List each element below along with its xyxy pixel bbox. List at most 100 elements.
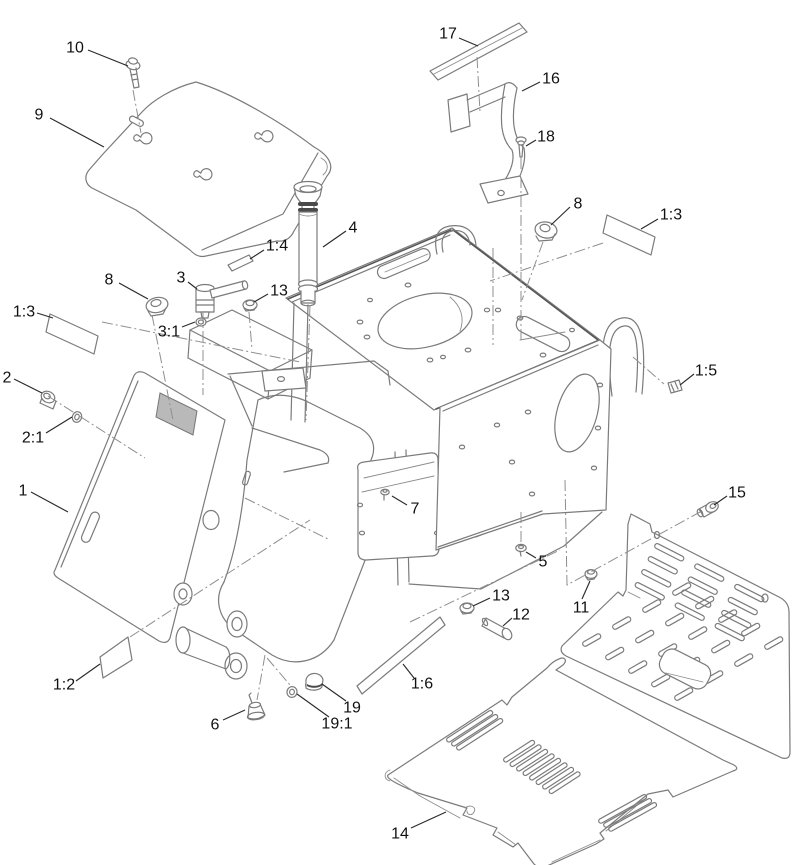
keyhole-slots (133, 130, 274, 181)
callout-2-1: 2:1 (22, 416, 73, 447)
screw-7 (380, 488, 390, 501)
callout-19: 19 (321, 683, 361, 717)
knob-8-left (145, 296, 169, 317)
nut-11 (584, 568, 598, 581)
deck-holes (356, 282, 575, 363)
part-number-label: 2:1 (22, 430, 44, 447)
callout-8: 8 (550, 196, 583, 226)
vent-slot (535, 762, 568, 786)
callout-11: 11 (573, 580, 591, 617)
vent-slot (516, 748, 549, 772)
callout-4: 4 (322, 220, 358, 248)
vent-slot (727, 596, 758, 616)
vent-slot (529, 757, 562, 781)
vent-slot (605, 646, 625, 661)
bushing-2 (39, 390, 57, 410)
callout-15: 15 (713, 485, 746, 506)
vent-slot (672, 582, 692, 596)
leader-line (249, 249, 265, 260)
callout-19-1: 19:1 (296, 693, 353, 733)
leader-line (30, 491, 69, 513)
vented-cover (560, 513, 791, 759)
vent-slot (642, 599, 662, 613)
vent-slot (548, 771, 581, 795)
cap-19 (304, 672, 324, 691)
pivot-bosses (173, 582, 248, 680)
vent-slot (522, 753, 555, 777)
vent-slot (734, 583, 765, 603)
leader-line (187, 281, 198, 290)
vent-slot (741, 622, 761, 637)
washer-19-1 (286, 686, 298, 698)
vent-slot (612, 616, 632, 630)
part-number-label: 18 (537, 129, 555, 146)
callout-1-4: 1:4 (249, 238, 288, 260)
callout-7: 7 (391, 495, 420, 518)
part-number-label: 4 (349, 220, 358, 237)
part-number-label: 1:3 (660, 207, 682, 224)
part-number-label: 19 (343, 700, 361, 717)
leader-line (49, 117, 105, 148)
leader-line (222, 709, 246, 721)
callout-1-5: 1:5 (679, 363, 717, 386)
vent-slot (451, 713, 499, 747)
part-number-label: 6 (211, 717, 220, 734)
vent-slot (608, 802, 658, 832)
bolt-15 (696, 501, 719, 518)
leader-line (458, 37, 479, 47)
flange-bolt-10 (125, 57, 141, 89)
callout-14: 14 (391, 811, 447, 843)
part-number-label: 10 (66, 40, 84, 57)
vent-slot (603, 798, 653, 828)
leader-line (87, 49, 129, 67)
vent-slot (628, 660, 648, 674)
part-number-label: 1:3 (13, 304, 35, 321)
part-number-label: 9 (35, 107, 44, 124)
leader-line (181, 321, 196, 328)
decal-1-4 (227, 254, 254, 272)
vent-slot (503, 739, 536, 763)
decal-1-2 (99, 636, 133, 679)
cross-tube (175, 626, 231, 670)
leader-line (581, 580, 591, 600)
decal-1-3-right (602, 214, 656, 256)
part-number-label: 19:1 (321, 716, 352, 733)
callout-1-3: 1:3 (13, 304, 54, 321)
leader-line (472, 597, 491, 607)
fill-tube (293, 180, 323, 307)
part-number-label: 13 (492, 588, 510, 605)
callout-1: 1 (19, 483, 69, 513)
part-number-label: 14 (391, 826, 409, 843)
callout-6: 6 (211, 709, 246, 734)
vent-slot (714, 622, 745, 642)
leader-line (322, 230, 347, 248)
screw-5 (515, 543, 527, 557)
leader-line (13, 378, 43, 394)
plug-6 (246, 692, 266, 721)
part-number-label: 15 (728, 485, 746, 502)
leader-line (640, 218, 659, 230)
washer-2-1 (71, 411, 83, 423)
part-number-label: 1:5 (695, 363, 717, 380)
decal-1-6 (356, 616, 446, 695)
leader-line (679, 373, 695, 386)
part-number-label: 8 (105, 272, 114, 289)
vent-slot (694, 563, 725, 582)
leader-line (118, 282, 149, 300)
part-number-label: 3 (177, 270, 186, 287)
vent-slot (687, 576, 718, 595)
part-number-label: 16 (542, 71, 560, 88)
vent-slot (688, 626, 708, 640)
frame-cross-beam (227, 360, 391, 473)
vent-slot (598, 794, 648, 824)
part-number-label: 1:4 (266, 238, 288, 255)
leader-line (391, 495, 408, 506)
vent-slot (635, 629, 655, 644)
leader-line (525, 139, 537, 147)
callout-3: 3 (177, 270, 198, 290)
nut-13-lower (459, 602, 475, 615)
callout-1-3: 1:3 (640, 207, 682, 230)
floor-pan (384, 657, 738, 865)
callout-5: 5 (525, 551, 548, 571)
